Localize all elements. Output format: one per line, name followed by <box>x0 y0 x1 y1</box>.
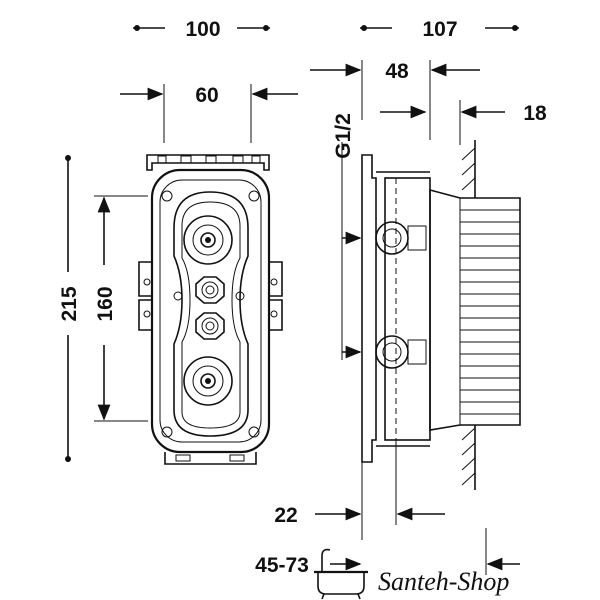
label-depth-range: 45-73 <box>255 554 309 577</box>
side-view-body: G1/2 <box>332 113 521 575</box>
label-wall-offset: 22 <box>274 504 297 527</box>
dimension-body-depth: 48 <box>310 60 480 140</box>
label-side-depth: 107 <box>422 18 457 41</box>
dimension-wall-offset: 22 <box>274 504 445 527</box>
label-body-depth: 48 <box>385 60 409 83</box>
bathtub-icon <box>314 548 368 600</box>
dimension-height-total: 215 <box>58 155 81 462</box>
label-height-total: 215 <box>58 286 81 321</box>
front-view-body <box>138 154 283 465</box>
label-plate-offset: 18 <box>523 102 547 125</box>
dimension-plate-offset: 18 <box>380 100 547 145</box>
watermark: Santeh-Shop <box>314 548 509 600</box>
watermark-text: Santeh-Shop <box>378 567 509 596</box>
thread-lines <box>460 209 520 415</box>
dimension-side-depth: 107 <box>360 18 519 41</box>
dimension-front-width: 100 <box>133 18 270 41</box>
dimension-inner-width: 60 <box>120 84 298 143</box>
label-front-width: 100 <box>185 18 220 41</box>
label-inner-width: 60 <box>195 84 218 107</box>
label-thread: G1/2 <box>332 113 355 159</box>
dimension-depth-range: 45-73 <box>255 554 520 577</box>
dimension-height-inner: 160 <box>94 195 148 422</box>
wall-hatch <box>461 140 476 490</box>
label-height-inner: 160 <box>94 286 117 321</box>
